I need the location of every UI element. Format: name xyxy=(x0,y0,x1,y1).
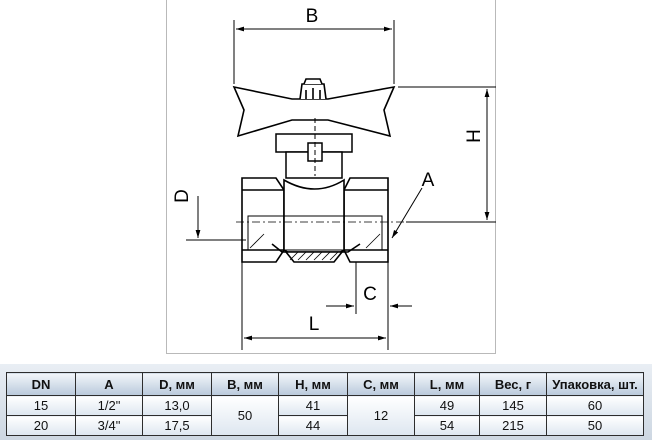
cell-h: 44 xyxy=(278,415,348,436)
cell-d: 13,0 xyxy=(142,395,212,416)
header-c: C, мм xyxy=(347,372,415,396)
header-dn: DN xyxy=(6,372,76,396)
cell-b-shared: 50 xyxy=(211,395,279,436)
cell-dn: 20 xyxy=(6,415,76,436)
callout-a xyxy=(391,187,423,239)
cell-a: 1/2" xyxy=(75,395,143,416)
header-l: L, мм xyxy=(414,372,480,396)
cell-weight: 145 xyxy=(479,395,547,416)
valve-body xyxy=(241,177,389,263)
table-header-row: DN A D, мм B, мм H, мм C, мм L, мм Вес, … xyxy=(6,372,644,396)
cell-d: 17,5 xyxy=(142,415,212,436)
cell-weight: 215 xyxy=(479,415,547,436)
label-l: L xyxy=(309,314,320,335)
cell-pack: 50 xyxy=(546,415,644,436)
table-row: 15 1/2" 13,0 50 41 12 49 145 60 xyxy=(6,395,644,436)
cell-c-shared: 12 xyxy=(347,395,415,436)
header-weight: Вес, г xyxy=(479,372,547,396)
label-d: D xyxy=(172,189,193,203)
header-d: D, мм xyxy=(142,372,212,396)
header-h: H, мм xyxy=(278,372,348,396)
label-b: B xyxy=(306,6,319,27)
cell-pack: 60 xyxy=(546,395,644,416)
cell-l: 49 xyxy=(414,395,480,416)
header-a: A xyxy=(75,372,143,396)
handle-butterfly xyxy=(232,78,396,138)
dimension-l xyxy=(241,262,389,350)
header-pack: Упаковка, шт. xyxy=(546,372,644,396)
label-a: A xyxy=(422,170,435,191)
label-h: H xyxy=(464,129,485,143)
cell-dn: 15 xyxy=(6,395,76,416)
dimension-b xyxy=(233,20,395,84)
section-hatching xyxy=(249,233,381,261)
cell-a: 3/4" xyxy=(75,415,143,436)
header-b: B, мм xyxy=(211,372,279,396)
valve-drawing: B H D A C L xyxy=(172,6,496,350)
dimension-h xyxy=(398,86,496,223)
specs-table: DN A D, мм B, мм H, мм C, мм L, мм Вес, … xyxy=(6,372,644,436)
dimension-d xyxy=(186,196,246,241)
valve-stem xyxy=(275,118,353,179)
label-c: C xyxy=(363,284,377,305)
cell-h: 41 xyxy=(278,395,348,416)
cell-l: 54 xyxy=(414,415,480,436)
table-row: 20 3/4" 17,5 44 54 215 50 xyxy=(6,415,644,436)
